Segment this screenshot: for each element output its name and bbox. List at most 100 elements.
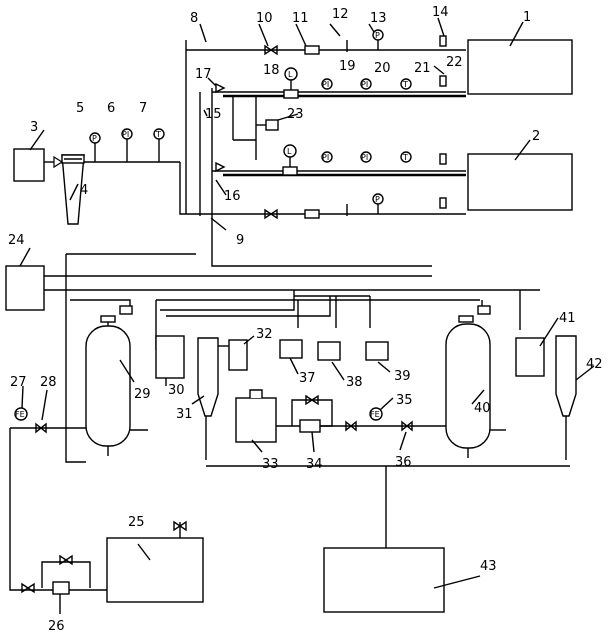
valve-icon (59, 554, 73, 566)
label-40: 40 (474, 401, 491, 416)
label-17: 17 (195, 67, 212, 82)
label-8: 8 (190, 11, 198, 26)
gauge-symbols: P P PI PI T PI PI T L L P PI T FE FE (15, 31, 408, 419)
valve-28 (35, 422, 47, 434)
component-labels: 1 2 3 4 5 6 7 8 9 10 11 12 13 14 15 16 1… (8, 5, 603, 634)
pressure-indicator-6 (121, 128, 133, 140)
sensor-icon (439, 153, 447, 165)
unit-1-box (467, 39, 573, 95)
gauge-symbol-pi: PI (322, 80, 329, 89)
vessel-38 (317, 341, 341, 361)
vessel-29 (85, 305, 133, 456)
vessel-40 (445, 305, 491, 458)
check-valve-17 (215, 82, 226, 94)
component-34 (299, 419, 321, 433)
label-6: 6 (107, 101, 115, 116)
label-21: 21 (414, 61, 431, 76)
cyclone-42 (555, 335, 577, 417)
label-31: 31 (176, 407, 193, 422)
gauge-symbol-t: T (402, 153, 408, 162)
label-32: 32 (256, 327, 273, 342)
label-18: 18 (263, 63, 280, 78)
separator-41 (515, 337, 545, 377)
label-23: 23 (287, 107, 304, 122)
valve-icon (173, 520, 187, 532)
label-24: 24 (8, 233, 25, 248)
gauge-symbol-fe: FE (15, 410, 25, 419)
label-3: 3 (30, 120, 38, 135)
pressure-indicator-icon (360, 151, 372, 163)
check-valve-icon (215, 161, 226, 173)
label-1: 1 (523, 10, 531, 25)
label-36: 36 (395, 455, 412, 470)
tank-33 (235, 397, 277, 443)
label-34: 34 (306, 457, 323, 472)
sensor-icon (439, 197, 447, 209)
pressure-gauge-5 (89, 132, 101, 144)
valve-36 (401, 420, 413, 432)
pressure-indicator-20 (360, 78, 372, 90)
component-box (283, 89, 299, 99)
label-43: 43 (480, 559, 497, 574)
gauge-symbol-p: P (92, 134, 97, 143)
label-9: 9 (236, 233, 244, 248)
unit-3-box (13, 148, 45, 182)
label-26: 26 (48, 619, 65, 634)
valve-icon (305, 394, 319, 406)
gauge-symbol-fe: FE (370, 410, 380, 419)
valve-icon (264, 208, 278, 220)
unit-2-box (467, 153, 573, 211)
gauge-symbol-p: P (375, 195, 380, 204)
label-20: 20 (374, 61, 391, 76)
label-41: 41 (559, 311, 576, 326)
flowmeter-icon (304, 209, 320, 219)
gauge-symbol-l: L (288, 70, 293, 79)
gauge-symbol-t: T (155, 130, 161, 139)
label-30: 30 (168, 383, 185, 398)
unit-24-box (5, 265, 45, 311)
pressure-gauge-13 (372, 29, 384, 50)
vessel-39 (365, 341, 389, 361)
label-37: 37 (299, 371, 316, 386)
unit-43-box (323, 547, 445, 613)
label-5: 5 (76, 101, 84, 116)
temperature-gauge-7 (153, 128, 165, 140)
flow-element-27 (14, 407, 28, 421)
vessel-37 (279, 339, 303, 359)
label-33: 33 (262, 457, 279, 472)
pressure-indicator-19 (321, 78, 333, 90)
label-22: 22 (446, 55, 463, 70)
label-2: 2 (532, 129, 540, 144)
flow-element-35 (369, 407, 383, 421)
flowmeter-11 (304, 45, 320, 55)
pressure-indicator-icon (321, 151, 333, 163)
valve-icon (264, 44, 278, 56)
label-19: 19 (339, 59, 356, 74)
label-10: 10 (256, 11, 273, 26)
gauge-symbol-pi: PI (122, 130, 129, 139)
label-4: 4 (80, 183, 88, 198)
cyclone-31 (197, 337, 219, 417)
label-35: 35 (396, 393, 413, 408)
unit-25-box (106, 537, 204, 603)
sensor-14 (439, 35, 447, 47)
label-27: 27 (10, 375, 27, 390)
label-42: 42 (586, 357, 603, 372)
label-14: 14 (432, 5, 449, 20)
component-box (282, 166, 298, 176)
label-25: 25 (128, 515, 145, 530)
gauge-symbol-pi: PI (361, 80, 368, 89)
temperature-gauge-21 (400, 78, 412, 90)
gauge-symbol-p: P (375, 31, 380, 40)
label-39: 39 (394, 369, 411, 384)
tank-cap (249, 389, 263, 398)
label-12: 12 (332, 7, 349, 22)
sensor-22 (439, 75, 447, 87)
separator-30 (155, 335, 185, 379)
gauge-symbol-l: L (287, 147, 292, 156)
component-23-box (265, 119, 279, 131)
label-29: 29 (134, 387, 151, 402)
component-26 (52, 581, 70, 595)
label-15: 15 (205, 107, 222, 122)
